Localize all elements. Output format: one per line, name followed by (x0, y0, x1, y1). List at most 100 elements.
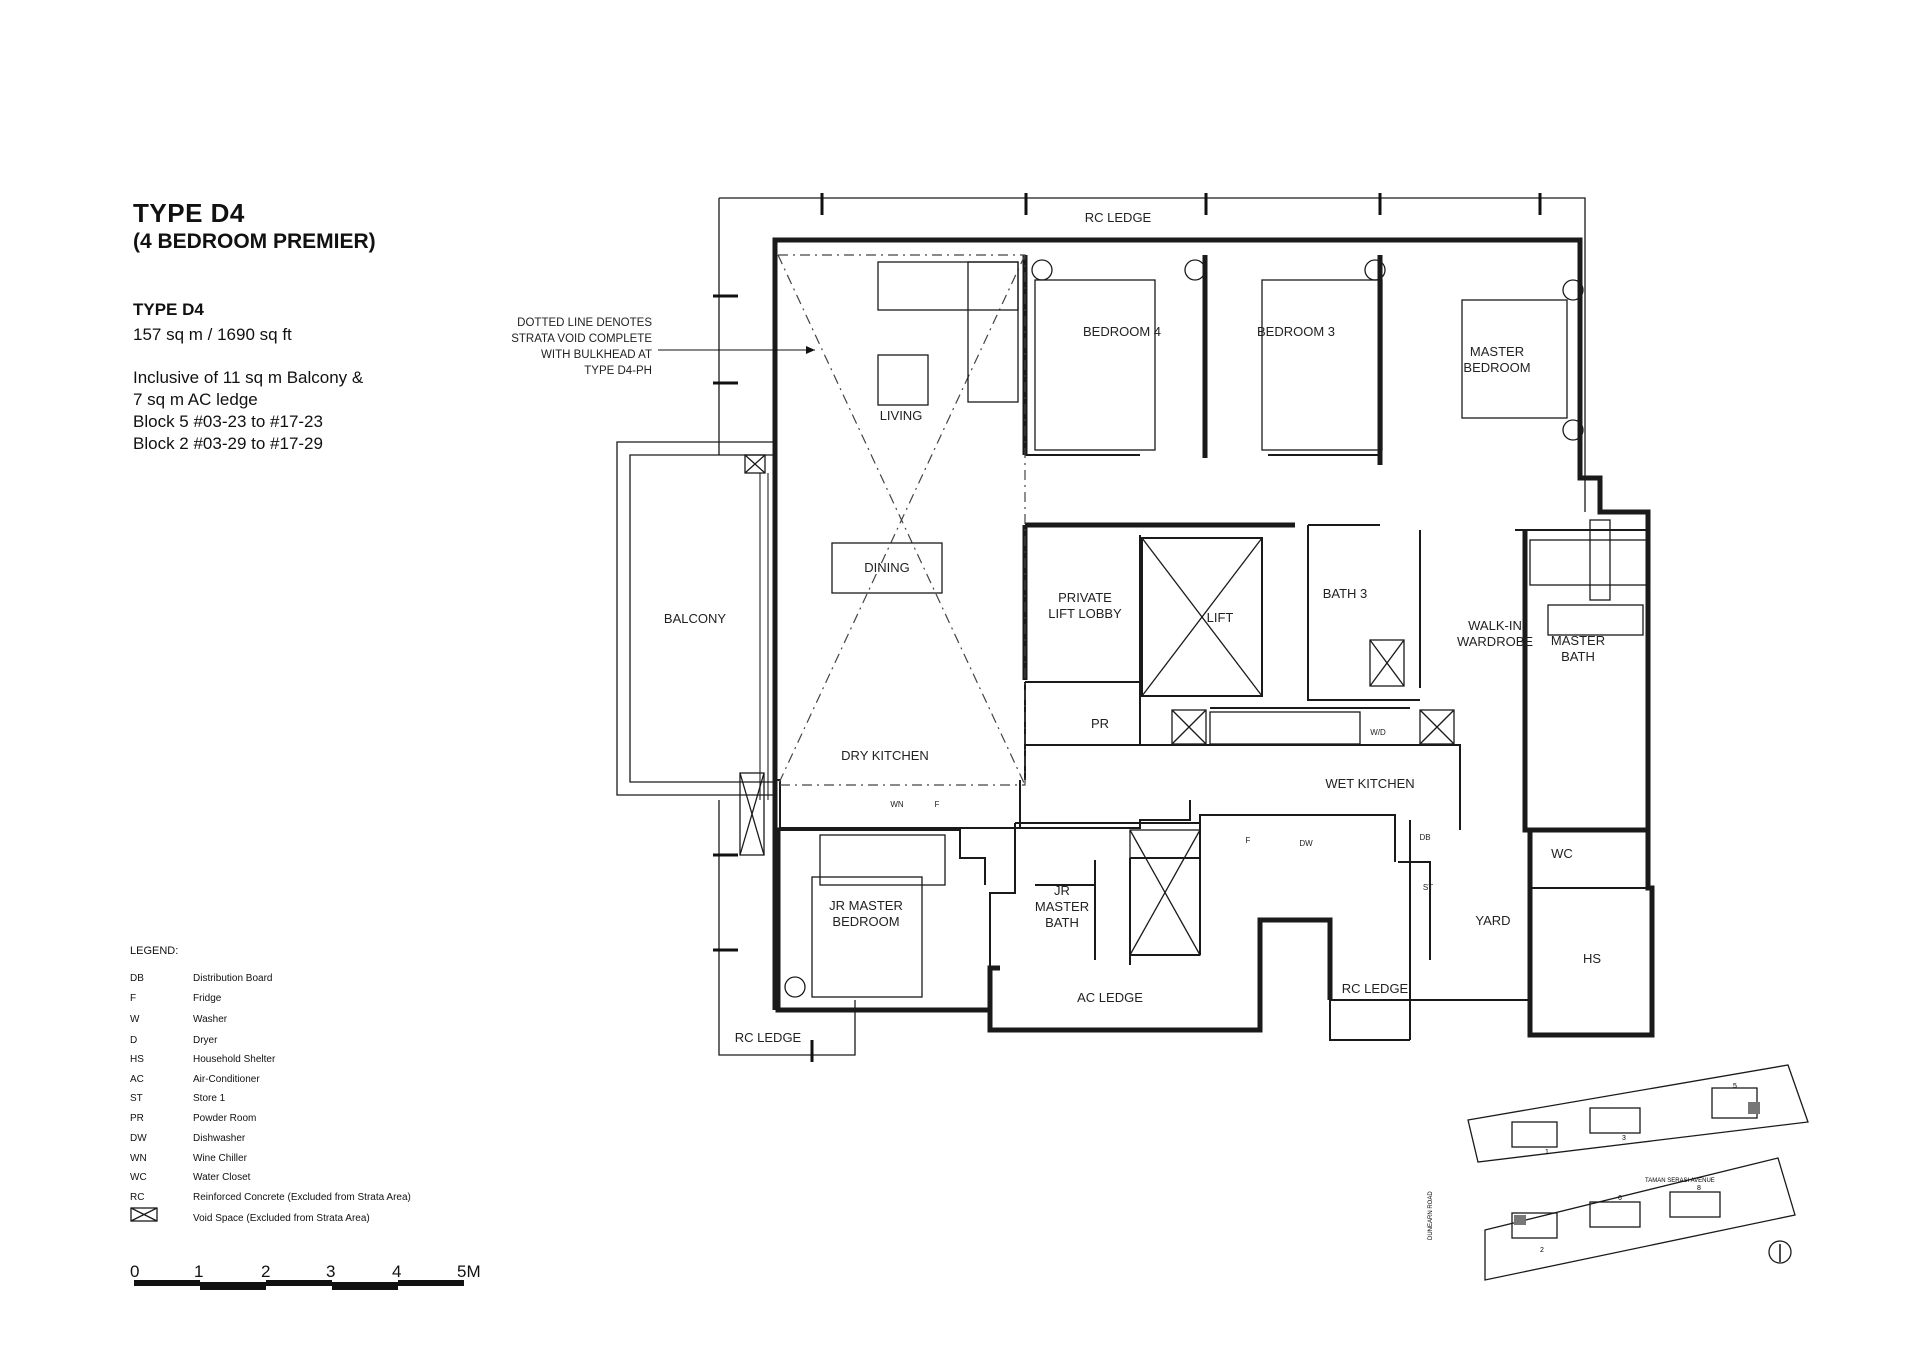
room-dry-kitchen: DRY KITCHEN (841, 748, 929, 763)
room-rc-ledge-left: RC LEDGE (735, 1030, 802, 1045)
type-label: TYPE D4 (133, 300, 204, 319)
legend-code: DB (130, 973, 144, 984)
distribution-board-label: DB (1419, 833, 1430, 842)
key-plan-block: 5 (1733, 1083, 1737, 1090)
room-private-lift-lobby-line-1: PRIVATE (1058, 590, 1112, 605)
room-bedroom-3: BEDROOM 3 (1257, 324, 1335, 339)
room-ac-ledge: AC LEDGE (1077, 990, 1143, 1005)
furniture (784, 259, 1649, 998)
room-walk-in-wardrobe-line-1: WALK-IN (1468, 618, 1522, 633)
legend-desc: Dryer (193, 1035, 218, 1046)
block-5-units: Block 5 #03-23 to #17-23 (133, 412, 323, 431)
annotation-line-2: STRATA VOID COMPLETE (511, 333, 652, 345)
scale-label: 4 (392, 1262, 402, 1281)
scale-label: 2 (261, 1262, 271, 1281)
lift-shaft (1141, 537, 1263, 697)
room-wc: WC (1551, 846, 1573, 861)
legend-heading: LEGEND: (130, 945, 179, 957)
legend-desc: Reinforced Concrete (Excluded from Strat… (193, 1192, 411, 1203)
room-walk-in-wardrobe-line-2: WARDROBE (1457, 634, 1533, 649)
wine-chiller-label: WN (890, 800, 904, 809)
key-plan-block: 2 (1540, 1247, 1544, 1254)
inclusive-line-2: 7 sq m AC ledge (133, 390, 258, 409)
room-living: LIVING (880, 408, 923, 423)
room-household-shelter: HS (1583, 951, 1601, 966)
room-yard: YARD (1475, 913, 1510, 928)
legend-code: RC (130, 1192, 145, 1203)
scale-label: 5M (457, 1262, 481, 1281)
rc-ledge-outline (713, 193, 1586, 1062)
dishwasher-label: DW (1299, 839, 1313, 848)
plan-title: TYPE D4 (133, 198, 245, 228)
legend-desc: Household Shelter (193, 1054, 276, 1065)
scale-bar (134, 1280, 464, 1290)
void-boxes (739, 454, 1455, 956)
legend-desc: Dishwasher (193, 1133, 246, 1144)
key-plan: TAMAN SERASI AVENUE DUNEARN ROAD 1 2 3 5… (1428, 1064, 1809, 1281)
room-rc-ledge-top: RC LEDGE (1085, 210, 1152, 225)
key-plan-block: 1 (1545, 1149, 1549, 1156)
strata-void-lines (777, 254, 1026, 786)
key-plan-block: 3 (1622, 1135, 1626, 1142)
room-bedroom-4: BEDROOM 4 (1083, 324, 1161, 339)
room-wet-kitchen: WET KITCHEN (1325, 776, 1414, 791)
annotation-line-3: WITH BULKHEAD AT (541, 349, 652, 361)
room-bath-3: BATH 3 (1323, 586, 1368, 601)
room-master-bedroom-line-1: MASTER (1470, 344, 1524, 359)
legend-desc: Washer (193, 1014, 228, 1025)
key-plan-block: 6 (1618, 1195, 1622, 1202)
room-jr-master-bedroom-line-1: JR MASTER (829, 898, 903, 913)
legend-code: D (130, 1035, 138, 1046)
annotation-line-1: DOTTED LINE DENOTES (517, 317, 652, 329)
key-plan-road-1: TAMAN SERASI AVENUE (1645, 1178, 1715, 1184)
room-rc-ledge-mid: RC LEDGE (1342, 981, 1409, 996)
unit-area: 157 sq m / 1690 sq ft (133, 325, 292, 344)
room-dining: DINING (864, 560, 910, 575)
fridge-label: F (935, 800, 940, 809)
scale-label: 3 (326, 1262, 336, 1281)
legend-code: AC (130, 1074, 144, 1085)
legend-code: HS (130, 1054, 144, 1065)
washer-dryer-label: W/D (1370, 728, 1386, 737)
inclusive-line-1: Inclusive of 11 sq m Balcony & (133, 368, 364, 387)
store-label: ST (1423, 883, 1433, 892)
annotation-leader (658, 346, 815, 354)
legend-code: ST (130, 1093, 143, 1104)
room-jr-master-bath-line-1: JR (1054, 883, 1070, 898)
key-plan-block: 8 (1697, 1185, 1701, 1192)
room-master-bedroom-line-2: BEDROOM (1463, 360, 1530, 375)
legend-code: WC (130, 1172, 147, 1183)
room-lift: LIFT (1207, 610, 1234, 625)
void-space-symbol (130, 1207, 158, 1222)
room-jr-master-bath-line-3: BATH (1045, 915, 1079, 930)
plan-subtitle: (4 BEDROOM PREMIER) (133, 230, 376, 253)
key-plan-road-2: DUNEARN ROAD (1428, 1191, 1434, 1240)
room-jr-master-bath-line-2: MASTER (1035, 899, 1089, 914)
legend-code: PR (130, 1113, 144, 1124)
scale-label: 1 (194, 1262, 204, 1281)
room-master-bath-line-2: BATH (1561, 649, 1595, 664)
legend-desc: Distribution Board (193, 973, 273, 984)
interior-walls (772, 255, 1650, 1040)
legend-desc: Void Space (Excluded from Strata Area) (193, 1213, 370, 1224)
room-private-lift-lobby-line-2: LIFT LOBBY (1048, 606, 1122, 621)
legend-code: F (130, 993, 137, 1004)
legend-desc: Powder Room (193, 1113, 257, 1124)
legend-code: WN (130, 1153, 147, 1164)
legend-desc: Fridge (193, 993, 222, 1004)
annotation-line-4: TYPE D4-PH (584, 365, 652, 377)
room-master-bath-line-1: MASTER (1551, 633, 1605, 648)
legend-code: DW (130, 1133, 147, 1144)
legend-desc: Air-Conditioner (193, 1074, 260, 1085)
room-balcony: BALCONY (664, 611, 726, 626)
room-jr-master-bedroom-line-2: BEDROOM (832, 914, 899, 929)
legend-code: W (130, 1014, 140, 1025)
block-2-units: Block 2 #03-29 to #17-29 (133, 434, 323, 453)
balcony-outline (616, 441, 775, 796)
legend-desc: Store 1 (193, 1093, 226, 1104)
legend-desc: Wine Chiller (193, 1153, 247, 1164)
legend-desc: Water Closet (193, 1172, 251, 1183)
scale-label: 0 (130, 1262, 140, 1281)
room-powder-room: PR (1091, 716, 1109, 731)
